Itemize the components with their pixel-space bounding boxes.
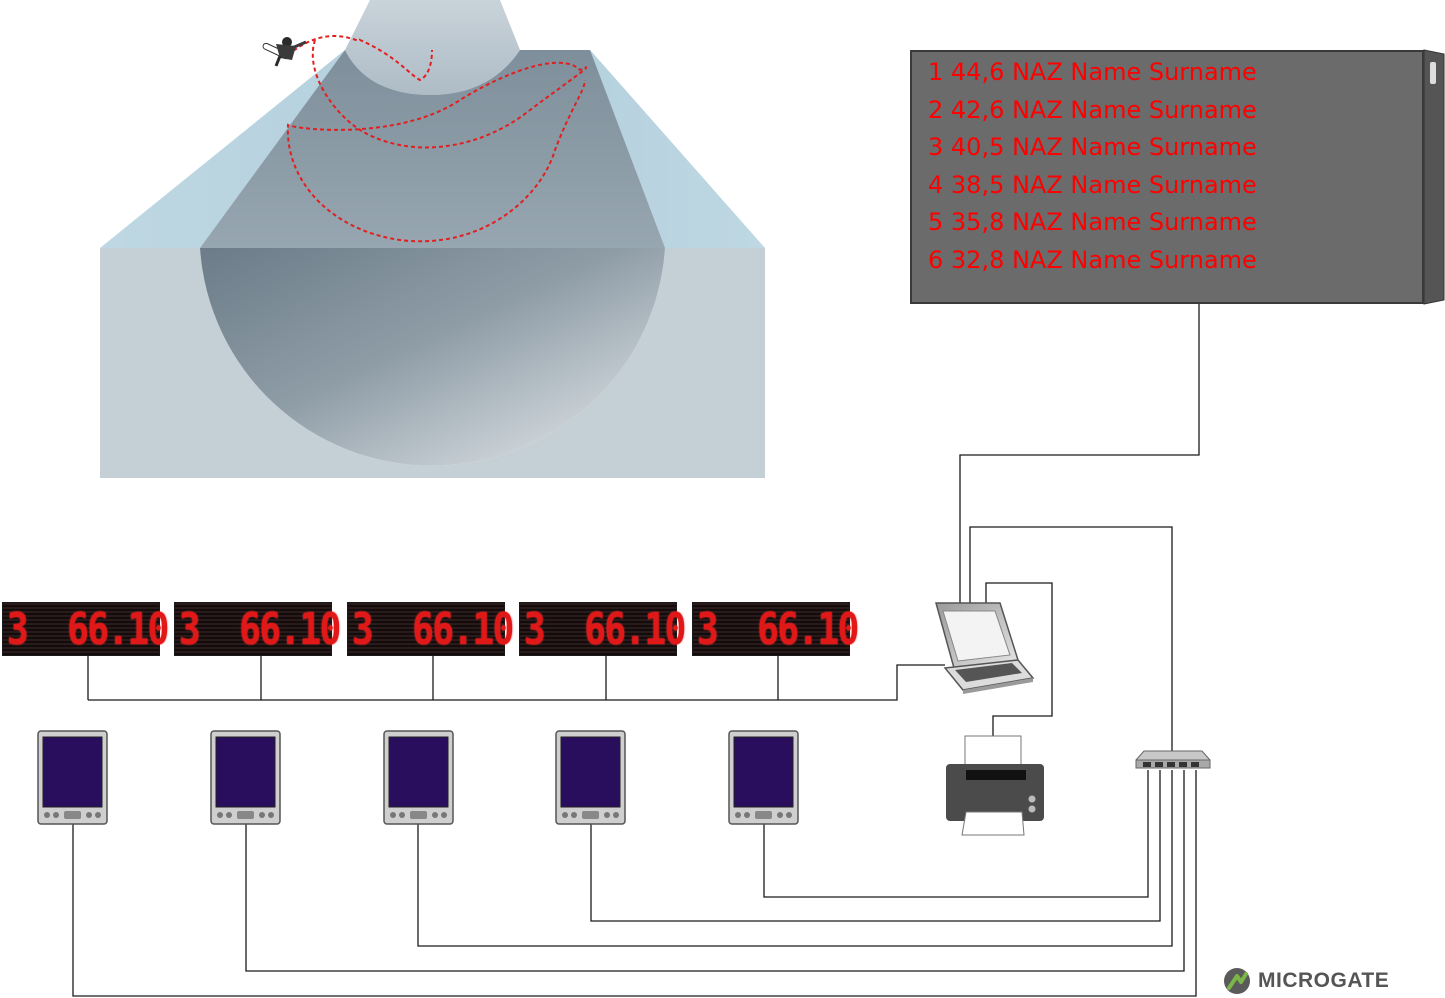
judge-tablet-icon xyxy=(37,730,108,825)
led-display: 3 66.10 xyxy=(2,602,169,656)
results-scoreboard: 1 44,6 NAZ Name Surname 2 42,6 NAZ Name … xyxy=(910,50,1424,304)
microgate-logo: MICROGATE xyxy=(1222,966,1397,996)
halfpipe-far-wall xyxy=(345,0,520,95)
halfpipe-channel xyxy=(200,50,665,248)
cable-terminal-3 xyxy=(417,770,1173,947)
judge-tablet-icon xyxy=(210,730,281,825)
microgate-logo-text: MICROGATE xyxy=(1258,969,1390,992)
scoreboard-lines: 1 44,6 NAZ Name Surname 2 42,6 NAZ Name … xyxy=(928,54,1257,279)
judge-tablet-icon xyxy=(383,730,454,825)
led-display: 3 66.10 xyxy=(519,602,686,656)
cable-scoreboard-laptop xyxy=(959,304,1200,605)
halfpipe-top-rim-left xyxy=(100,50,345,248)
judge-terminals xyxy=(37,730,799,825)
scoreboard-line: 3 40,5 NAZ Name Surname xyxy=(928,133,1257,161)
cable-terminal-1 xyxy=(72,770,1197,997)
halfpipe-illustration xyxy=(100,0,765,478)
cable-terminal-2 xyxy=(245,770,1185,972)
rider-trajectory xyxy=(286,35,588,243)
halfpipe-bowl xyxy=(200,248,665,466)
scoreboard-line: 2 42,6 NAZ Name Surname xyxy=(928,95,1257,124)
led-display-text: 3 66.10 xyxy=(697,604,859,655)
halfpipe-top-rim-right xyxy=(590,50,765,248)
cable-laptop-printer xyxy=(985,582,1053,738)
led-display-text: 3 66.10 xyxy=(179,604,341,655)
network-switch-icon xyxy=(1135,750,1211,769)
cable-laptop-switch xyxy=(969,526,1173,758)
printer-icon xyxy=(946,735,1044,836)
cable-terminal-4 xyxy=(590,770,1161,922)
scoreboard-line: 4 38,5 NAZ Name Surname xyxy=(928,170,1257,199)
cable-laptop-led-bus xyxy=(88,664,945,701)
led-display: 3 66.10 xyxy=(347,602,514,656)
scoreboard-line: 1 44,6 NAZ Name Surname xyxy=(928,58,1257,86)
led-display-text: 3 66.10 xyxy=(524,604,686,655)
led-display: 3 66.10 xyxy=(692,602,859,656)
judge-tablet-icon xyxy=(728,730,799,825)
judge-tablet-icon xyxy=(555,730,626,825)
led-display-text: 3 66.10 xyxy=(352,604,514,655)
cable-terminal-5 xyxy=(763,770,1149,898)
led-display-text: 3 66.10 xyxy=(7,604,169,655)
laptop-icon xyxy=(935,602,1035,694)
scoreboard-line: 5 35,8 NAZ Name Surname xyxy=(928,208,1257,236)
cabling xyxy=(72,304,1200,997)
snowboarder-icon xyxy=(262,37,307,67)
led-display: 3 66.10 xyxy=(174,602,341,656)
microgate-logo-mark xyxy=(1224,968,1250,994)
scoreboard-line: 6 32,8 NAZ Name Surname xyxy=(928,245,1257,274)
scoreboard-side-panel xyxy=(1423,49,1445,305)
halfpipe-base-block xyxy=(100,248,765,478)
